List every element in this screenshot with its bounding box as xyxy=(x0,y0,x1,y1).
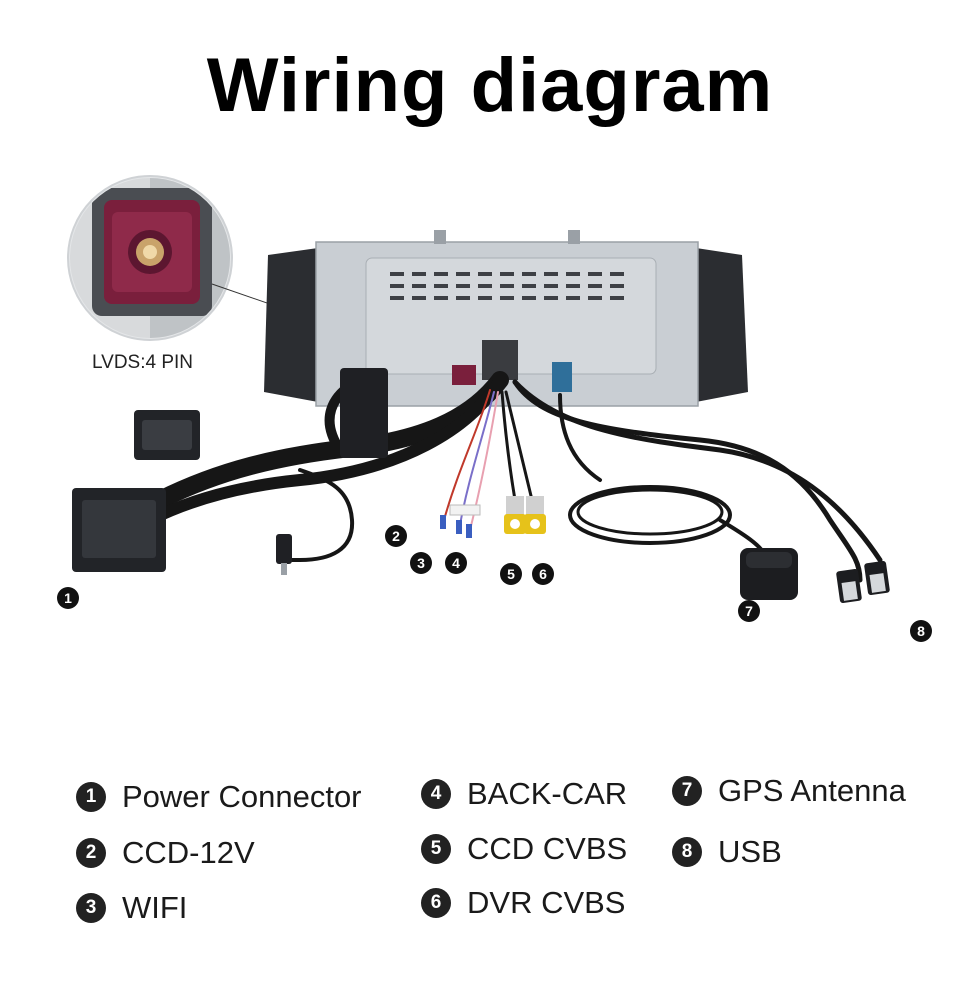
legend-label: BACK-CAR xyxy=(467,776,628,811)
audio-jack xyxy=(276,534,292,575)
lvds-label: LVDS:4 PIN xyxy=(92,352,194,373)
usb-plugs xyxy=(836,561,890,603)
marker-2: 2 xyxy=(385,525,407,547)
legend-number: 1 xyxy=(76,782,106,812)
legend-item-ccd-cvbs: 5 CCD CVBS xyxy=(421,831,627,867)
legend-number: 8 xyxy=(672,837,702,867)
rca-plugs xyxy=(504,496,546,534)
marker-4: 4 xyxy=(445,552,467,574)
marker-8: 8 xyxy=(910,620,932,642)
legend-number: 2 xyxy=(76,838,106,868)
legend-number: 6 xyxy=(421,888,451,918)
legend-item-gps-antenna: 7 GPS Antenna xyxy=(672,773,906,809)
legend-item-back-car: 4 BACK-CAR xyxy=(421,776,627,812)
marker-7: 7 xyxy=(738,600,760,622)
legend-number: 4 xyxy=(421,779,451,809)
legend-number: 5 xyxy=(421,834,451,864)
legend-label: CCD-12V xyxy=(122,835,255,870)
legend-number: 7 xyxy=(672,776,702,806)
marker-1: 1 xyxy=(57,587,79,609)
legend-label: CCD CVBS xyxy=(467,831,628,866)
page-title: Wiring diagram xyxy=(206,43,774,128)
legend-label: Power Connector xyxy=(122,779,362,814)
legend-item-dvr-cvbs: 6 DVR CVBS xyxy=(421,885,625,921)
gps-antenna xyxy=(740,548,798,600)
legend-item-wifi: 3 WIFI xyxy=(76,890,187,926)
marker-3: 3 xyxy=(410,552,432,574)
wire-terminals xyxy=(440,504,481,538)
legend-item-ccd-12v: 2 CCD-12V xyxy=(76,835,255,871)
legend-item-usb: 8 USB xyxy=(672,834,782,870)
legend-label: WIFI xyxy=(122,890,188,925)
marker-6: 6 xyxy=(532,563,554,585)
legend-item-power-connector: 1 Power Connector xyxy=(76,779,362,815)
legend-number: 3 xyxy=(76,893,106,923)
marker-5: 5 xyxy=(500,563,522,585)
legend-label: USB xyxy=(718,834,782,869)
legend-label: DVR CVBS xyxy=(467,885,626,920)
legend-label: GPS Antenna xyxy=(718,773,906,808)
vent-slots xyxy=(390,272,624,300)
power-connector xyxy=(72,368,388,572)
